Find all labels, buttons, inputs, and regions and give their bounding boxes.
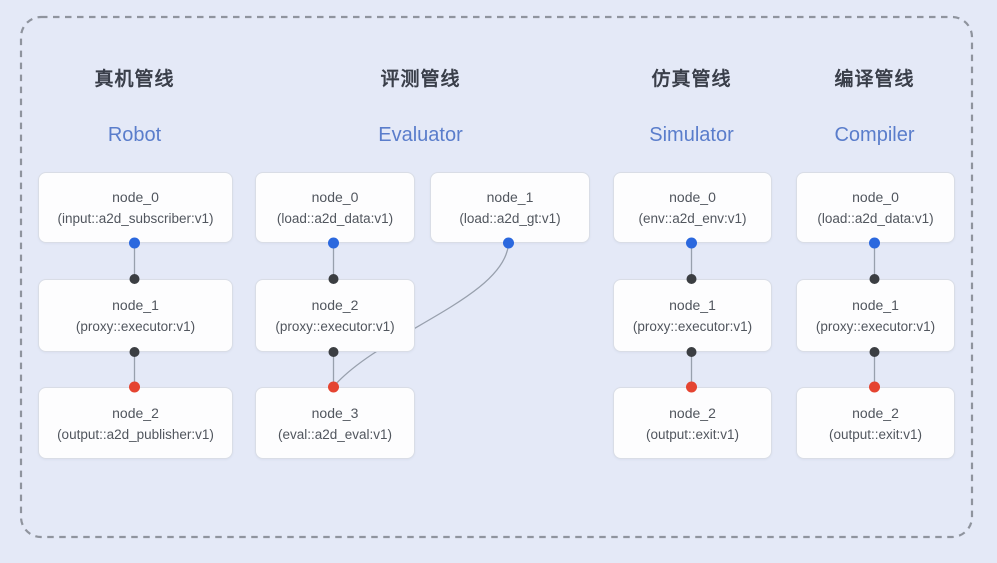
node-box-robot-1: node_1 (proxy::executor:v1) <box>38 279 233 352</box>
node-type: (proxy::executor:v1) <box>275 319 395 334</box>
pipeline-title-en-simulator: Simulator <box>649 124 734 146</box>
node-box-compiler-1: node_1 (proxy::executor:v1) <box>796 279 955 352</box>
pipeline-title-cn-compiler: 编译管线 <box>834 69 915 90</box>
node-type: (output::exit:v1) <box>828 426 923 442</box>
node-name: node_2 <box>112 404 159 421</box>
node-name: node_2 <box>852 404 899 421</box>
node-type: (proxy::executor:v1) <box>75 319 196 334</box>
node-name: node_2 <box>669 404 716 421</box>
node-box-simulator-0: node_0 (env::a2d_env:v1) <box>613 172 772 243</box>
node-box-evaluator-0: node_0 (load::a2d_data:v1) <box>255 172 415 243</box>
node-type: (env::a2d_env:v1) <box>638 211 747 226</box>
node-type: (eval::a2d_eval:v1) <box>277 426 393 442</box>
node-box-evaluator-1: node_1 (load::a2d_gt:v1) <box>430 172 590 243</box>
node-type: (input::a2d_subscriber:v1) <box>57 211 214 226</box>
pipeline-title-cn-evaluator: 评测管线 <box>380 69 461 90</box>
pipeline-title-en-robot: Robot <box>107 124 162 146</box>
pipeline-title-cn-robot: 真机管线 <box>94 69 175 90</box>
node-name: node_0 <box>669 189 716 205</box>
node-box-robot-2: node_2 (output::a2d_publisher:v1) <box>38 387 233 459</box>
node-name: node_0 <box>311 189 359 205</box>
node-box-robot-0: node_0 (input::a2d_subscriber:v1) <box>38 172 233 243</box>
node-name: node_1 <box>669 297 716 313</box>
node-name: node_0 <box>852 189 899 205</box>
node-box-evaluator-2: node_2 (proxy::executor:v1) <box>255 279 415 352</box>
node-name: node_3 <box>311 404 359 421</box>
node-type: (load::a2d_gt:v1) <box>459 211 561 226</box>
pipeline-title-en-evaluator: Evaluator <box>378 124 463 146</box>
node-name: node_0 <box>112 189 159 205</box>
node-type: (load::a2d_data:v1) <box>276 211 394 226</box>
node-type: (output::a2d_publisher:v1) <box>57 426 214 442</box>
node-box-simulator-1: node_1 (proxy::executor:v1) <box>613 279 772 352</box>
pipeline-title-cn-simulator: 仿真管线 <box>651 69 732 90</box>
node-name: node_1 <box>112 297 159 313</box>
node-type: (load::a2d_data:v1) <box>817 211 934 226</box>
node-name: node_1 <box>486 189 534 205</box>
node-type: (proxy::executor:v1) <box>632 319 753 334</box>
node-name: node_1 <box>852 297 899 313</box>
dashed-border <box>19 15 974 539</box>
node-name: node_2 <box>311 297 359 313</box>
node-box-simulator-2: node_2 (output::exit:v1) <box>613 387 772 459</box>
node-type: (output::exit:v1) <box>645 426 740 442</box>
node-box-compiler-0: node_0 (load::a2d_data:v1) <box>796 172 955 243</box>
node-type: (proxy::executor:v1) <box>815 319 936 334</box>
node-box-compiler-2: node_2 (output::exit:v1) <box>796 387 955 459</box>
node-box-evaluator-3: node_3 (eval::a2d_eval:v1) <box>255 387 415 459</box>
pipeline-title-en-compiler: Compiler <box>834 124 915 146</box>
